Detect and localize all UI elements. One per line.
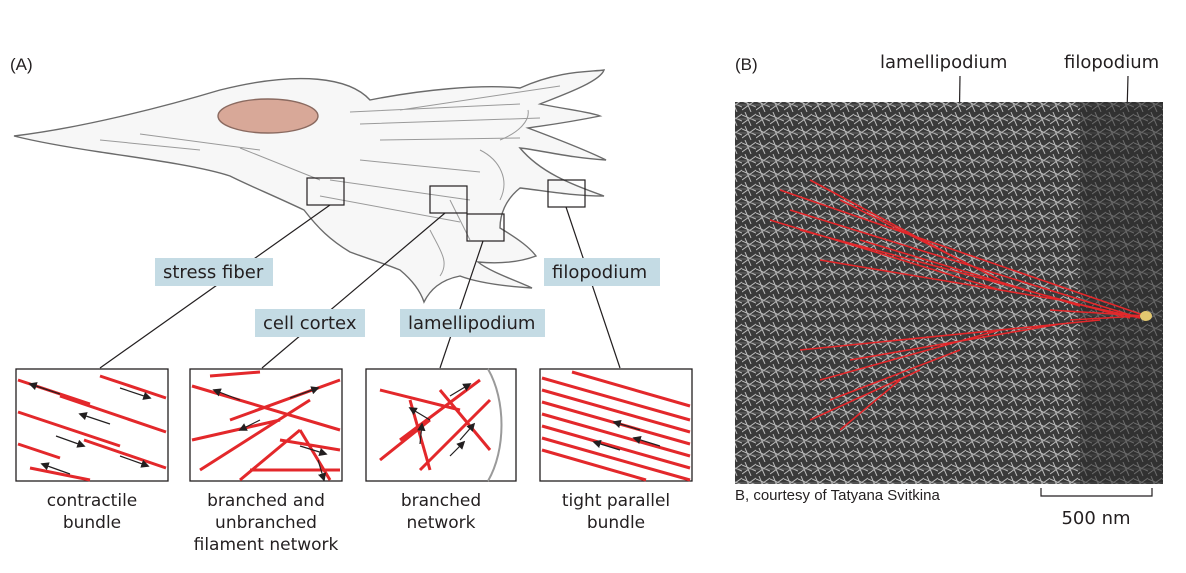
label-filopodium-b: filopodium — [1064, 52, 1159, 73]
tag-stress-fiber: stress fiber — [155, 258, 273, 286]
svg-text:lamellipodium: lamellipodium — [408, 313, 535, 334]
leader-stress-fiber — [99, 204, 331, 369]
scale-bar-label: 500 nm — [1061, 508, 1130, 529]
caption-tight-parallel-1: tight parallel — [562, 491, 670, 511]
caption-contractile-1: contractile — [47, 491, 138, 511]
tag-filopodium: filopodium — [544, 258, 660, 286]
nucleus — [217, 98, 319, 134]
caption-branched-network-2: network — [406, 513, 475, 533]
caption-branched-network-1: branched — [401, 491, 481, 511]
caption-tight-parallel-2: bundle — [587, 513, 645, 533]
caption-contractile-2: bundle — [63, 513, 121, 533]
credit-text: B, courtesy of Tatyana Svitkina — [735, 487, 940, 504]
panel-b-label: (B) — [735, 55, 758, 74]
detail-branched-network — [365, 368, 517, 482]
tag-cell-cortex: cell cortex — [255, 309, 365, 337]
caption-branched-unbranched-3: filament network — [194, 535, 339, 555]
traced-actin — [769, 179, 1147, 431]
detail-branched-unbranched — [189, 368, 343, 482]
caption-branched-unbranched-2: unbranched — [215, 513, 317, 533]
leader-filopodium — [565, 206, 621, 369]
box-cell-cortex — [429, 185, 468, 214]
leader-lamellipodium — [439, 240, 484, 369]
tag-lamellipodium: lamellipodium — [400, 309, 545, 337]
caption-branched-unbranched-1: branched and — [207, 491, 325, 511]
leader-cell-cortex — [261, 212, 446, 369]
label-lamellipodium-b: lamellipodium — [880, 52, 1007, 73]
box-lamellipodium — [466, 213, 505, 242]
filopodium-tip — [1140, 311, 1152, 321]
box-stress-fiber — [306, 177, 345, 206]
panel-a-label: (A) — [10, 55, 33, 74]
svg-text:filopodium: filopodium — [552, 262, 647, 283]
svg-text:cell cortex: cell cortex — [263, 313, 357, 334]
scale-bar — [1040, 488, 1153, 497]
svg-text:stress fiber: stress fiber — [163, 262, 264, 283]
em-micrograph — [735, 102, 1163, 484]
detail-tight-parallel — [539, 368, 693, 482]
detail-contractile-bundle — [15, 368, 169, 482]
cell-drawing — [13, 69, 607, 304]
